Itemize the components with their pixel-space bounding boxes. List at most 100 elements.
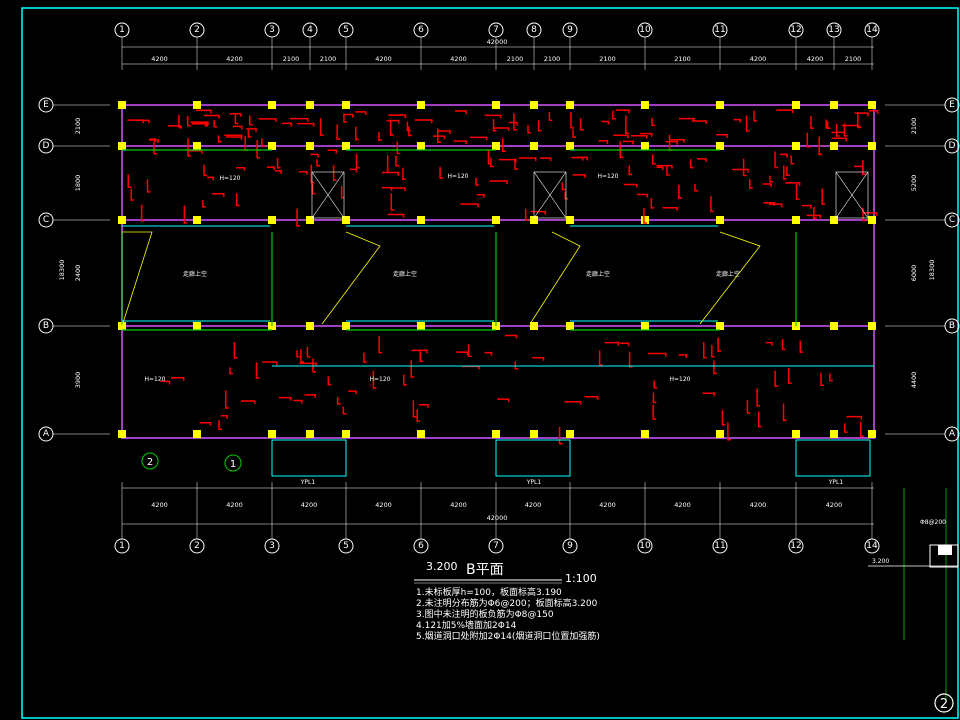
axis-right-C: C (944, 212, 960, 228)
svg-text:14: 14 (866, 541, 878, 551)
svg-text:D: D (949, 141, 956, 151)
axis-top-13: 13 (826, 22, 842, 38)
svg-text:8: 8 (531, 25, 537, 35)
svg-text:E: E (949, 100, 955, 110)
axis-bottom-1: 1 (114, 538, 130, 554)
dim-left-1: 1800 (74, 175, 82, 192)
svg-text:10: 10 (639, 25, 651, 35)
dim-right-1: 5200 (910, 175, 918, 192)
axis-top-8: 8 (526, 22, 542, 38)
slab-label-2: H=120 (448, 173, 469, 180)
section-markers: 2 1 (141, 452, 242, 472)
axis-left-C: C (38, 212, 54, 228)
note-5: 5.烟道洞口处附加2Φ14(烟道洞口位置加强筋) (416, 630, 600, 642)
svg-text:D: D (43, 141, 50, 151)
svg-text:14: 14 (866, 25, 878, 35)
dim-top-9: 2100 (674, 55, 691, 63)
svg-text:12: 12 (790, 25, 801, 35)
slab-label-1: H=120 (220, 175, 241, 182)
svg-text:3: 3 (269, 25, 275, 35)
dim-bottom-6: 4200 (599, 501, 616, 509)
dim-right-total: 18300 (928, 260, 936, 281)
dim-top-1: 4200 (226, 55, 243, 63)
ypl-label-3: YPL1 (828, 479, 844, 486)
note-4: 4.121加5%墙面加2Φ14 (416, 619, 517, 631)
dim-bottom-1: 4200 (226, 501, 243, 509)
title-elevation: 3.200 (426, 560, 458, 573)
svg-text:A: A (949, 429, 956, 439)
room-labels: 走廊上空 走廊上空 走廊上空 走廊上空 H=120 H=120 H=120 H=… (145, 173, 844, 486)
slab-label-3: H=120 (598, 173, 619, 180)
ypl-label-1: YPL1 (300, 479, 316, 486)
svg-text:7: 7 (493, 541, 499, 551)
svg-text:11: 11 (714, 25, 725, 35)
svg-text:1: 1 (119, 25, 125, 35)
ypl-boxes (271, 439, 871, 477)
axis-top-1: 1 (114, 22, 130, 38)
svg-text:3: 3 (269, 541, 275, 551)
green-walls (121, 149, 797, 331)
corridor-lines (121, 231, 761, 327)
slab-label-4: H=120 (145, 376, 166, 383)
corridor-label-4: 走廊上空 (716, 270, 740, 278)
svg-text:6: 6 (418, 541, 424, 551)
corridor-label-2: 走廊上空 (393, 270, 417, 278)
note-3: 3.图中未注明的板负筋为Φ8@150 (416, 608, 554, 620)
dim-left-total: 18300 (58, 260, 66, 281)
title-block: 3.200 B平面 1:100 1.未标板厚h=100，板面标高3.190 2.… (414, 560, 600, 642)
svg-text:A: A (43, 429, 50, 439)
svg-text:B: B (949, 321, 955, 331)
section-marker-2: 1 (230, 459, 236, 470)
axis-bottom-10: 10 (637, 538, 653, 554)
axis-top-2: 2 (189, 22, 205, 38)
axis-bottom-12: 12 (788, 538, 804, 554)
viewport-border (21, 7, 959, 719)
note-1: 1.未标板厚h=100，板面标高3.190 (416, 586, 562, 598)
axis-bottom-6: 6 (413, 538, 429, 554)
axis-right-D: D (944, 138, 960, 154)
svg-text:10: 10 (639, 541, 651, 551)
axis-bottom-11: 11 (712, 538, 728, 554)
corridor-label-3: 走廊上空 (586, 270, 610, 278)
svg-text:11: 11 (714, 541, 725, 551)
dim-left-2: 2400 (74, 265, 82, 282)
svg-text:13: 13 (828, 25, 839, 35)
dim-left-0: 2100 (74, 118, 82, 135)
dim-bottom-3: 4200 (375, 501, 392, 509)
svg-text:12: 12 (790, 541, 801, 551)
cyan-beams (122, 225, 874, 367)
stair-crosses (311, 171, 869, 219)
dim-total-top: 42000 (487, 38, 508, 46)
svg-text:C: C (43, 215, 49, 225)
slab-label-5: H=120 (370, 376, 391, 383)
axis-bottom-5: 5 (338, 538, 354, 554)
dim-top-3: 2100 (320, 55, 337, 63)
section-marker-1: 2 (147, 457, 153, 468)
detail-marker: 2 (940, 697, 948, 712)
dim-bottom-9: 4200 (826, 501, 843, 509)
axis-bottom-7: 7 (488, 538, 504, 554)
dim-bottom-7: 4200 (674, 501, 691, 509)
dim-bottom-2: 4200 (301, 501, 318, 509)
axis-top-12: 12 (788, 22, 804, 38)
axis-bottom-2: 2 (189, 538, 205, 554)
axis-left-D: D (38, 138, 54, 154)
svg-text:7: 7 (493, 25, 499, 35)
dim-bottom-5: 4200 (525, 501, 542, 509)
dim-top-6: 2100 (507, 55, 524, 63)
svg-text:B: B (43, 321, 49, 331)
dim-left-3: 3900 (74, 372, 82, 389)
detail-rebar: Φ8@200 (920, 519, 946, 526)
axis-top-6: 6 (413, 22, 429, 38)
axis-right-A: A (944, 426, 960, 442)
dim-top-2: 2100 (283, 55, 300, 63)
svg-text:E: E (43, 100, 49, 110)
svg-text:9: 9 (567, 541, 573, 551)
detail-elev: 3.200 (872, 558, 889, 565)
svg-text:C: C (949, 215, 955, 225)
detail-section: Φ8@200 3.200 2 (868, 488, 959, 713)
axis-top-7: 7 (488, 22, 504, 38)
axis-top-14: 14 (864, 22, 880, 38)
